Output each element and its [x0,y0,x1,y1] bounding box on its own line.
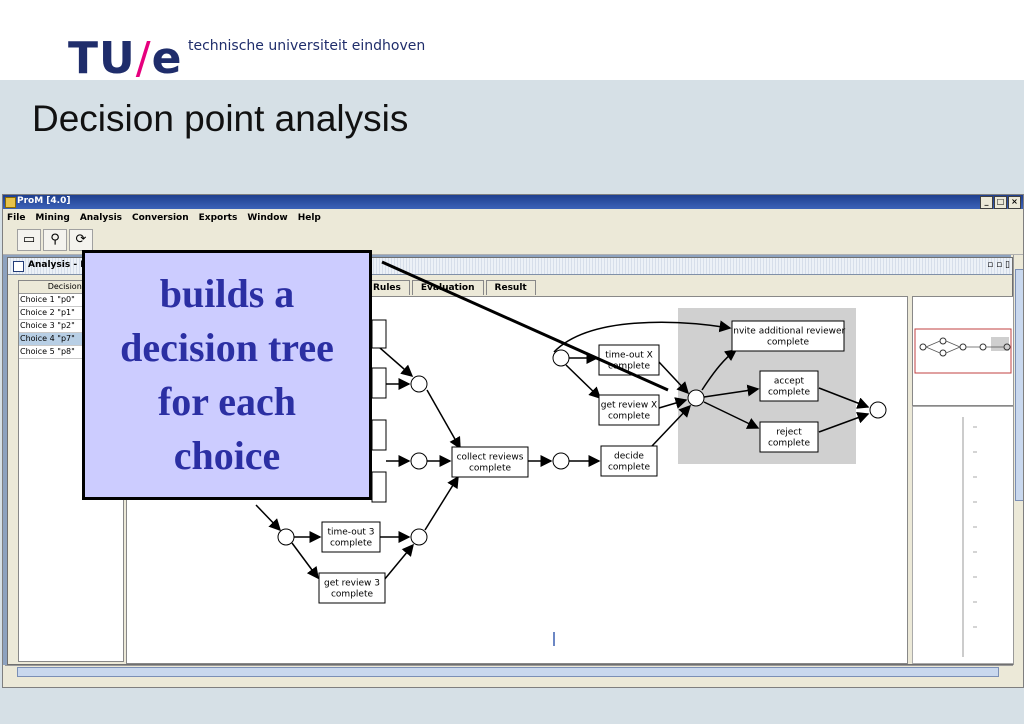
transition-box[interactable] [371,471,387,503]
minimize-icon[interactable]: _ [980,196,993,209]
prom-app-icon [5,197,16,208]
window-controls: _ □ × [980,196,1021,209]
window-titlebar[interactable]: ProM [4.0] _ □ × [3,195,1023,209]
place-circle[interactable] [410,528,428,546]
overview-lower-panel [912,406,1014,664]
logo-e-text: e [151,33,183,84]
footer-band [0,688,1024,724]
arc [701,349,738,391]
slide-header: TU/e technische universiteit eindhoven [0,0,1024,84]
callout-pointer-line [381,260,669,392]
arc [818,387,870,409]
university-tagline: technische universiteit eindhoven [188,38,426,54]
slide-title: Decision point analysis [32,98,409,139]
arc [818,411,870,433]
menu-bar: File Mining Analysis Conversion Exports … [3,210,1023,226]
place-circle[interactable] [277,528,295,546]
transition-time-out-3[interactable] [321,521,381,553]
analysis-frame-title: Analysis - De [28,260,94,270]
menu-file[interactable]: File [7,213,26,223]
logo-tu-text: TU [68,33,136,84]
arc [658,361,690,395]
list-item[interactable]: Choice 3 "p2" [19,320,123,333]
arc [651,404,692,447]
transition-box[interactable] [371,367,387,399]
menu-conversion[interactable]: Conversion [132,213,189,223]
ruler-svg [962,417,977,657]
arc [291,542,319,580]
overview-svg [914,328,1012,374]
menu-window[interactable]: Window [247,213,288,223]
menu-exports[interactable]: Exports [198,213,238,223]
tue-logo: TU/e [68,34,182,84]
list-item[interactable]: Choice 5 "p8" [19,346,123,359]
list-item[interactable]: Choice 2 "p1" [19,307,123,320]
arc [703,384,760,398]
frame-controls[interactable]: ▫ ▫ ▯ [987,260,1010,270]
arc [553,320,732,353]
arc [426,389,461,450]
arc [255,504,282,532]
transition-get-review-x[interactable] [598,394,660,426]
menu-analysis[interactable]: Analysis [79,213,123,223]
arc [383,543,414,581]
end-place[interactable] [869,401,887,419]
arc [565,364,602,400]
arc [658,397,688,409]
transition-collect-reviews[interactable] [451,446,529,478]
place-circle[interactable] [410,452,428,470]
transition-invite-additional-reviewer[interactable] [731,320,845,352]
net-overview-thumbnail[interactable] [912,296,1014,406]
callout-box: builds a decision tree for each choice [82,250,372,500]
arc [379,347,414,377]
transition-decide[interactable] [600,445,658,477]
transition-box[interactable] [371,319,387,349]
open-folder-icon[interactable]: ▭ [17,229,41,251]
arcs [255,320,870,581]
decision-place-p7[interactable] [687,389,705,407]
transition-time-out-x[interactable] [598,344,660,376]
refresh-icon[interactable]: ⟳ [69,229,93,251]
transition-accept[interactable] [759,370,819,402]
window-title: ProM [4.0] [17,196,71,206]
menu-mining[interactable]: Mining [35,213,70,223]
binoculars-icon[interactable]: ⚲ [43,229,67,251]
list-item[interactable]: Choice 1 "p0" [19,294,123,307]
transition-box[interactable] [371,419,387,451]
place-circle[interactable] [410,375,428,393]
horizontal-scrollbar[interactable] [5,665,1013,677]
close-icon[interactable]: × [1008,196,1021,209]
horizontal-scroll-thumb[interactable] [17,667,999,677]
callout-text: builds a decision tree for each choice [120,271,334,478]
menu-help[interactable]: Help [297,213,321,223]
vertical-scrollbar[interactable] [1013,255,1023,665]
transition-get-review-3[interactable] [318,572,386,604]
arc [703,401,760,429]
overview-arcs [925,340,1004,354]
vertical-scroll-thumb[interactable] [1015,269,1023,501]
frame-icon [13,261,24,272]
transition-reject[interactable] [759,421,819,453]
tab-result[interactable]: Result [485,280,536,295]
maximize-icon[interactable]: □ [994,196,1007,209]
place-circle[interactable] [552,349,570,367]
place-circle[interactable] [552,452,570,470]
logo-slash: / [135,33,152,84]
arc [424,475,459,531]
